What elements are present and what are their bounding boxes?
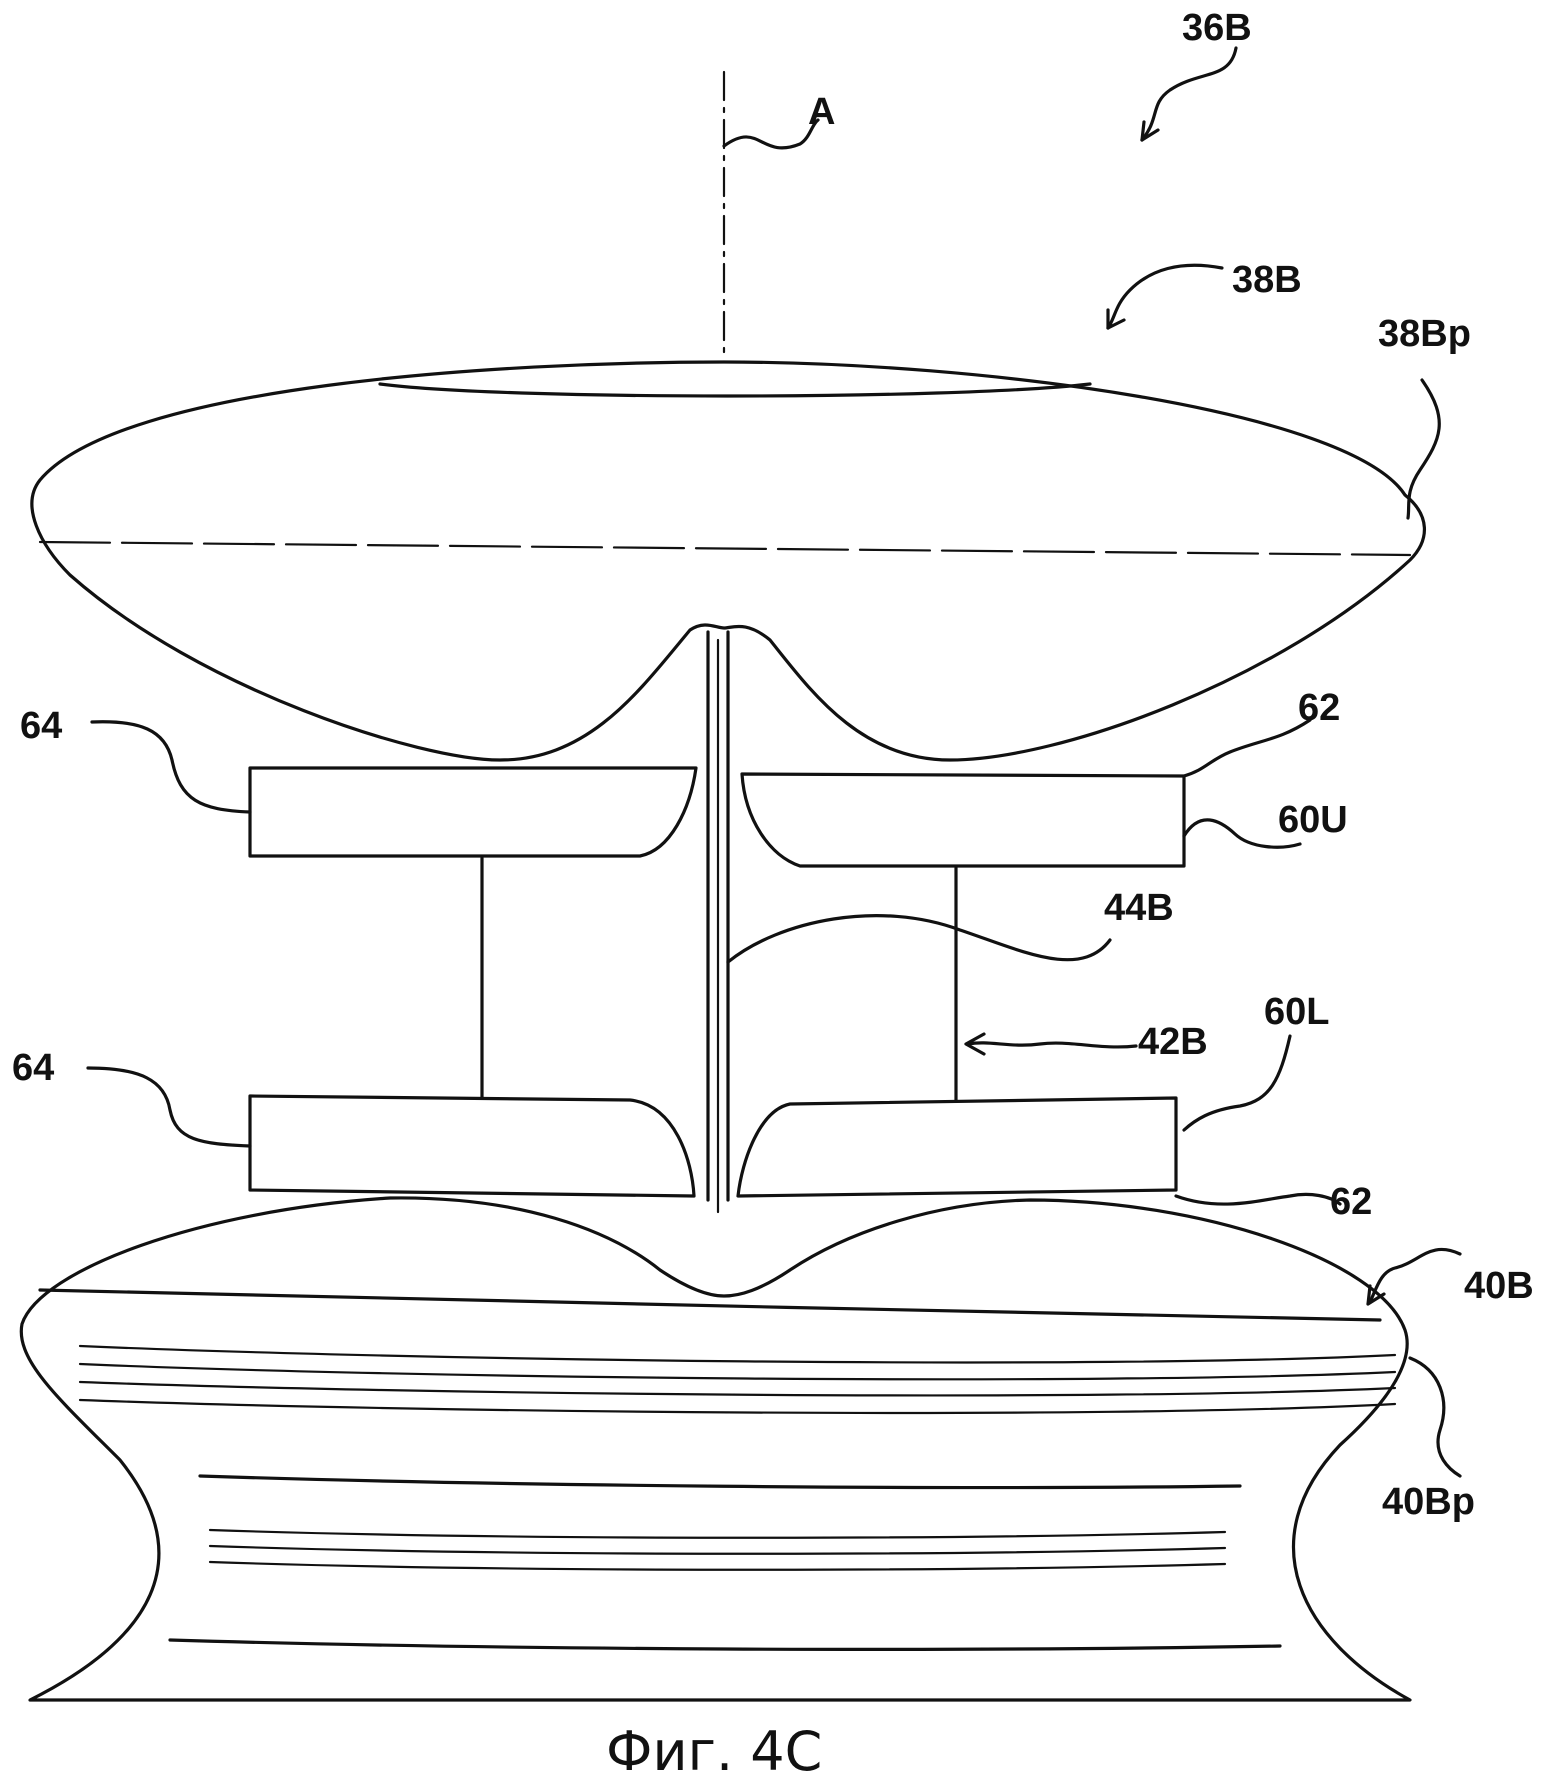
leader-40bp xyxy=(1408,1356,1462,1478)
label-44b: 44B xyxy=(1104,887,1174,929)
label-36b: 36B xyxy=(1182,7,1252,49)
figure-caption: Фиг. 4C xyxy=(606,1720,822,1783)
lower-body-40b xyxy=(19,1196,1412,1702)
label-38b: 38B xyxy=(1232,259,1302,301)
lower-body-rim-line-1 xyxy=(78,1344,1397,1364)
label-40bp: 40Bp xyxy=(1382,1481,1475,1523)
label-40b: 40B xyxy=(1464,1265,1534,1307)
upper-body-equator xyxy=(38,540,1412,557)
label-38bp: 38Bp xyxy=(1378,313,1471,355)
leader-38b-arrow xyxy=(1106,308,1126,330)
lower-body-rim-line-2 xyxy=(78,1362,1397,1381)
lower-body-top-band xyxy=(38,1288,1382,1322)
lower-body-rim-line-3 xyxy=(78,1380,1397,1397)
leader-62-upper xyxy=(1182,718,1312,778)
upper-body-top-seam xyxy=(378,382,1092,398)
label-62-lower: 62 xyxy=(1330,1181,1372,1223)
leader-64-lower xyxy=(86,1066,252,1148)
leader-36b-arrow xyxy=(1140,120,1160,142)
leader-44b xyxy=(726,914,1112,964)
leader-42b xyxy=(966,1041,1138,1049)
lower-body-waist-line-2 xyxy=(208,1544,1227,1555)
leader-40b-arrow xyxy=(1366,1284,1386,1306)
leader-64-upper xyxy=(90,720,252,814)
lower-body-rim-line-4 xyxy=(78,1398,1397,1415)
lower-body-waist-band xyxy=(198,1474,1242,1490)
lower-cap-right xyxy=(736,1096,1178,1198)
label-axis-a: A xyxy=(808,91,835,133)
leader-60l xyxy=(1182,1034,1292,1132)
lower-body-waist-line-1 xyxy=(208,1528,1227,1539)
leader-40b xyxy=(1368,1247,1462,1304)
label-64-upper: 64 xyxy=(20,705,62,747)
label-62-upper: 62 xyxy=(1298,687,1340,729)
upper-cap-left xyxy=(248,766,698,858)
lower-cap-left xyxy=(248,1094,696,1198)
leader-38b xyxy=(1106,263,1224,330)
leader-60u xyxy=(1182,818,1302,849)
upper-cap-right xyxy=(740,772,1186,868)
leader-42b-arrow xyxy=(964,1032,986,1056)
leader-36b xyxy=(1140,46,1238,142)
lower-body-base-band xyxy=(168,1638,1282,1651)
leader-38bp xyxy=(1406,378,1441,520)
label-42b: 42B xyxy=(1138,1021,1208,1063)
lower-body-waist-line-3 xyxy=(208,1560,1227,1571)
leader-62-lower xyxy=(1174,1192,1342,1206)
label-64-lower: 64 xyxy=(12,1047,54,1089)
label-60u: 60U xyxy=(1278,799,1348,841)
label-60l: 60L xyxy=(1264,991,1329,1033)
leader-axis-a xyxy=(722,118,820,150)
